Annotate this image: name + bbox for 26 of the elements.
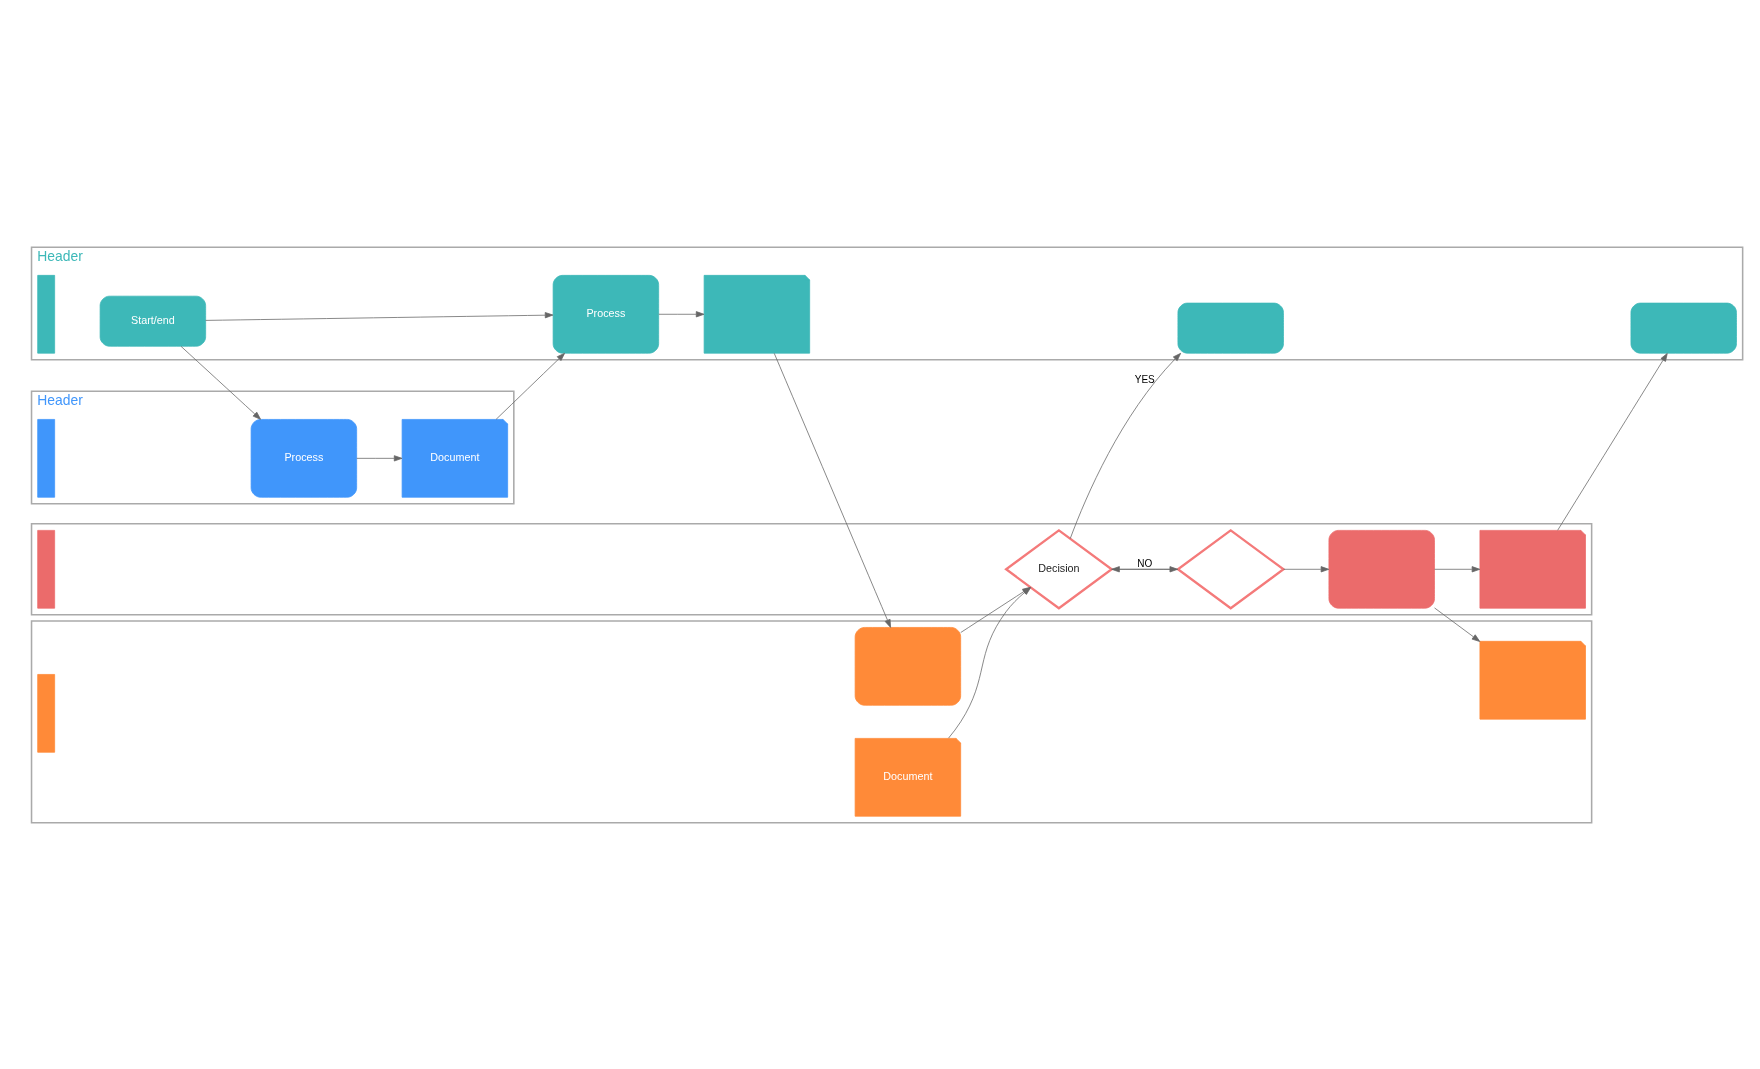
arrow	[180, 345, 261, 420]
node-box: Process	[250, 418, 358, 498]
arrow	[1557, 352, 1668, 531]
arrow	[205, 311, 554, 321]
node-box: Start/end	[99, 295, 207, 347]
edge-label: YES	[1134, 373, 1155, 385]
arrow	[1283, 565, 1330, 572]
arrow	[773, 352, 891, 628]
arrow	[1069, 352, 1182, 539]
cluster	[30, 522, 1593, 615]
arrow	[948, 586, 1032, 738]
node-box: Process	[552, 274, 660, 354]
node-box	[1328, 529, 1435, 609]
node-stadium	[1177, 302, 1284, 354]
node-diamond: Decision	[1004, 528, 1114, 610]
arrow	[960, 586, 1031, 633]
arrow	[1434, 607, 1481, 642]
arrow	[1434, 565, 1481, 572]
node-stadium	[1630, 302, 1737, 354]
node-diamond	[1176, 528, 1286, 610]
edge-label: NO	[1137, 557, 1153, 569]
arrow	[356, 454, 403, 461]
arrow	[1111, 565, 1179, 572]
arrow	[658, 310, 705, 317]
arrow	[495, 352, 566, 420]
node-box	[854, 626, 962, 706]
